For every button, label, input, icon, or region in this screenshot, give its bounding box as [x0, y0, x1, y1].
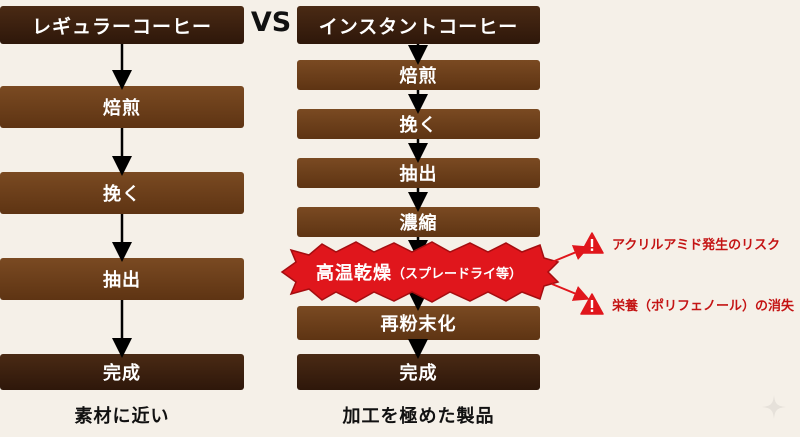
right-step-complete: 完成 [297, 354, 540, 390]
highlight-label: 高温乾燥 （スプレードライ等） [288, 254, 550, 290]
left-step-roast: 焙煎 [0, 86, 244, 128]
warning-text-2: 栄養（ポリフェノール）の消失 [612, 298, 795, 314]
left-caption: 素材に近い [74, 406, 170, 427]
right-title: インスタントコーヒー [297, 6, 540, 44]
warning-polyphenol: 栄養（ポリフェノール）の消失 [580, 293, 794, 315]
warning-icon [580, 293, 604, 315]
left-title: レギュラーコーヒー [0, 6, 244, 44]
warning-arrow-1 [551, 245, 590, 263]
right-step-extract: 抽出 [297, 158, 540, 188]
vs-label: VS [250, 6, 292, 38]
right-step-repowder: 再粉末化 [297, 306, 540, 340]
right-step-grind: 挽く [297, 109, 540, 139]
right-step-roast: 焙煎 [297, 60, 540, 90]
left-step-complete: 完成 [0, 354, 244, 390]
left-step-extract: 抽出 [0, 258, 244, 300]
right-caption: 加工を極めた製品 [342, 406, 495, 427]
highlight-burst [280, 241, 560, 303]
warning-text-1: アクリルアミド発生のリスク [612, 237, 781, 253]
warning-arrow-2 [551, 283, 590, 301]
right-step-concentrate: 濃縮 [297, 207, 540, 237]
warning-icon [580, 232, 604, 254]
highlight-main: 高温乾燥 [315, 263, 392, 284]
warning-acrylamide: アクリルアミド発生のリスク [580, 232, 780, 254]
highlight-sub: （スプレードライ等） [391, 266, 522, 282]
sparkle-icon [762, 395, 786, 419]
left-step-grind: 挽く [0, 172, 244, 214]
